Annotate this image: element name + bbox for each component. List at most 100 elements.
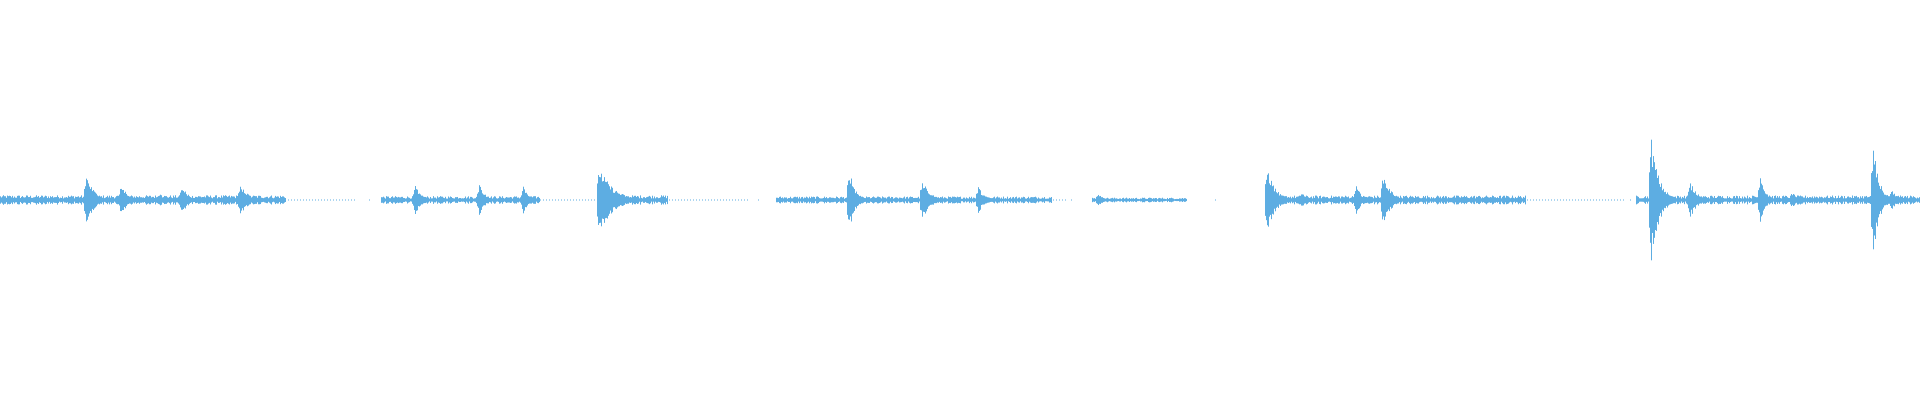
waveform-sample [1335,196,1336,204]
waveform-sample [69,196,70,204]
waveform-sample [1495,197,1496,203]
waveform-sample [1290,196,1291,204]
waveform-sample [457,196,458,204]
waveform-sample [1414,197,1415,203]
waveform-sample [84,188,85,212]
waveform-sample [665,195,666,205]
waveform-sample [919,198,920,202]
waveform-trace [0,139,1920,261]
waveform-sample [1301,194,1302,206]
waveform-sample [519,198,520,202]
waveform-sample [186,194,187,206]
waveform-sample [192,195,193,205]
waveform-sample [515,196,516,204]
waveform-sample [854,189,855,211]
waveform-sample [1324,196,1325,204]
waveform-sample [52,196,53,204]
waveform-sample [1353,197,1354,203]
waveform-sample [599,176,600,224]
waveform-sample [1712,196,1713,204]
waveform-sample [225,195,226,205]
waveform-sample [288,199,289,201]
waveform-sample [277,196,278,204]
waveform-sample [870,198,871,202]
waveform-sample [1274,191,1275,209]
waveform-sample [1387,188,1388,212]
waveform-sample [1468,197,1469,203]
waveform-sample [324,199,325,201]
waveform-sample [880,197,881,203]
waveform-sample [1733,196,1734,204]
waveform-sample [410,198,411,202]
waveform-sample [951,197,952,203]
waveform-sample [81,195,82,205]
waveform-sample [805,197,806,203]
waveform-sample [351,199,352,201]
waveform-sample [1429,197,1430,203]
waveform-sample [109,195,110,205]
waveform-sample [1623,199,1624,201]
waveform-sample [1918,198,1919,202]
waveform-sample [1506,195,1507,205]
waveform-sample [708,199,709,201]
waveform-sample [1820,197,1821,203]
waveform-sample [1361,196,1362,204]
waveform-sample [1696,194,1697,206]
waveform-sample [1403,195,1404,205]
waveform-sample [204,196,205,204]
waveform-sample [456,197,457,203]
waveform-sample [123,189,124,211]
waveform-sample [936,196,937,204]
waveform-sample [1850,197,1851,203]
waveform-sample [915,197,916,203]
waveform-sample [495,196,496,204]
waveform-sample [282,196,283,204]
waveform-sample [963,197,964,203]
waveform-sample [137,196,138,204]
waveform-sample [390,198,391,202]
waveform-sample [1817,197,1818,203]
waveform-sample [1145,198,1146,202]
waveform-sample [1151,198,1152,202]
waveform-sample [1418,196,1419,204]
waveform-sample [1661,183,1662,217]
waveform-sample [162,197,163,203]
waveform-sample [121,188,122,212]
waveform-sample [448,196,449,204]
waveform-sample [438,197,439,203]
waveform-sample [138,197,139,203]
waveform-sample [1698,194,1699,206]
waveform-sample [502,196,503,204]
waveform-sample [894,198,895,202]
waveform-sample [20,198,21,202]
waveform-sample [1332,197,1333,203]
waveform-sample [1367,197,1368,203]
waveform-sample [1881,186,1882,214]
waveform-sample [215,195,216,205]
waveform-sample [653,198,654,202]
waveform-sample [600,177,601,223]
waveform-sample [1866,195,1867,205]
waveform-sample [195,196,196,204]
waveform-sample [403,197,404,203]
waveform-sample [607,181,608,219]
waveform-sample [480,186,481,214]
waveform-sample [841,196,842,204]
waveform-sample [99,195,100,205]
waveform-sample [1728,198,1729,202]
waveform-sample [1908,198,1909,202]
waveform-sample [86,178,87,222]
waveform-sample [1882,190,1883,210]
waveform-sample [270,196,271,204]
waveform-sample [1276,192,1277,208]
waveform-sample [1373,198,1374,202]
waveform-sample [119,194,120,206]
waveform-sample [1723,197,1724,203]
waveform-sample [1636,195,1637,205]
waveform-sample [479,185,480,215]
waveform-sample [1119,198,1120,202]
waveform-sample [1129,198,1130,202]
waveform-sample [516,196,517,204]
